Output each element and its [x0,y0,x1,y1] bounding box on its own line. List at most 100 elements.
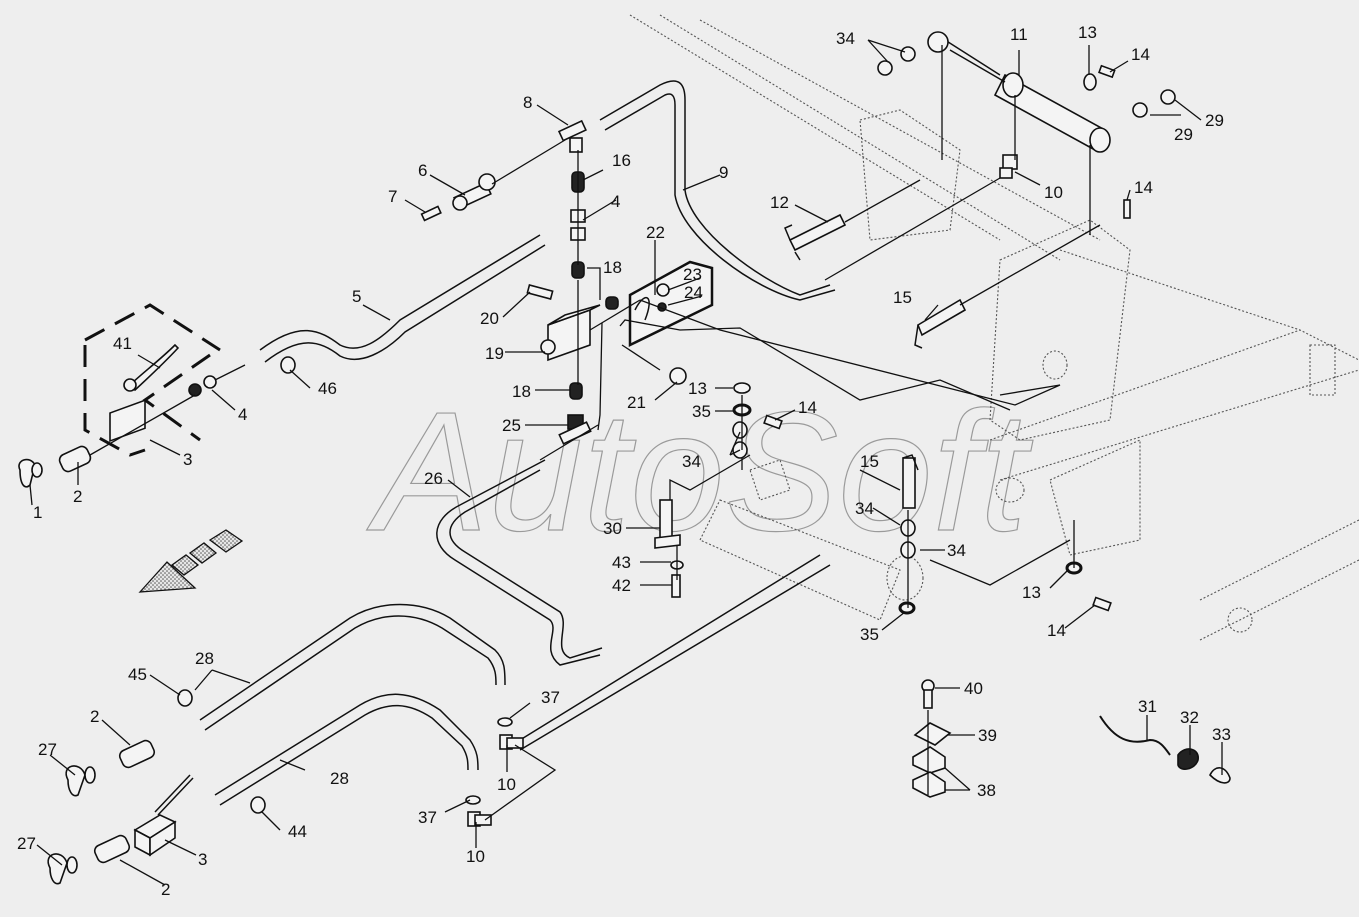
callout-30[interactable]: 30 [603,519,622,538]
callout-20[interactable]: 20 [480,309,499,328]
clamp-part-38 [912,746,946,798]
hose-26 [436,459,603,666]
callout-25[interactable]: 25 [502,416,521,435]
fitting-part-44 [250,796,266,814]
callout-35[interactable]: 35 [692,402,711,421]
hose-9 [599,80,836,301]
callout-46[interactable]: 46 [318,379,337,398]
pin-part-14-low [1092,596,1112,612]
callout-15[interactable]: 15 [860,452,879,471]
hose-28-upper [199,603,506,731]
callout-2[interactable]: 2 [73,487,82,506]
callout-39[interactable]: 39 [978,726,997,745]
callout-24[interactable]: 24 [684,283,703,302]
screw-part-20 [526,284,554,300]
callout-3[interactable]: 3 [198,850,207,869]
screw-part-7 [420,205,442,222]
callout-37[interactable]: 37 [418,808,437,827]
coupler-part-2a [58,445,92,473]
callout-8[interactable]: 8 [523,93,532,112]
callout-19[interactable]: 19 [485,344,504,363]
coupler-part-2b [118,739,156,769]
tee-part-25 [558,414,592,445]
callout-28[interactable]: 28 [330,769,349,788]
callout-10[interactable]: 10 [1044,183,1063,202]
callout-4[interactable]: 4 [238,405,247,424]
bolt-part-42 [671,574,681,598]
callout-13[interactable]: 13 [688,379,707,398]
callout-43[interactable]: 43 [612,553,631,572]
block-part-19 [540,304,601,362]
nut-part-4a [188,375,217,397]
callout-32[interactable]: 32 [1180,708,1199,727]
pin-part-15-top [914,298,967,349]
callout-13[interactable]: 13 [1078,23,1097,42]
washer-part-37b [465,795,481,805]
callout-18[interactable]: 18 [603,258,622,277]
pin-part-12 [784,213,847,261]
callout-14[interactable]: 14 [1131,45,1150,64]
callout-7[interactable]: 7 [388,187,397,206]
callout-29[interactable]: 29 [1174,125,1193,144]
assembly-lines [89,45,1101,821]
callout-15[interactable]: 15 [893,288,912,307]
callout-10[interactable]: 10 [466,847,485,866]
callout-37[interactable]: 37 [541,688,560,707]
callout-26[interactable]: 26 [424,469,443,488]
callout-40[interactable]: 40 [964,679,983,698]
callout-2[interactable]: 2 [90,707,99,726]
bushing-part-29 [1132,89,1176,118]
callout-2[interactable]: 2 [161,880,170,899]
callout-23[interactable]: 23 [683,265,702,284]
callout-11[interactable]: 11 [1010,25,1028,44]
cylinder-part-11 [927,31,1111,153]
cap-part-27a [65,765,96,797]
callout-3[interactable]: 3 [183,450,192,469]
pin-part-14-top [1098,64,1116,79]
callout-16[interactable]: 16 [612,151,631,170]
callout-14[interactable]: 14 [1134,178,1153,197]
callout-34[interactable]: 34 [836,29,855,48]
callout-13[interactable]: 13 [1022,583,1041,602]
plate-part-39 [913,722,952,746]
callout-10[interactable]: 10 [497,775,516,794]
elbow-part-10-top [999,154,1018,179]
hose-28-lower [214,693,479,806]
callout-6[interactable]: 6 [418,161,427,180]
cap-part-27b [47,853,78,885]
callout-14[interactable]: 14 [798,398,817,417]
callout-35[interactable]: 35 [860,625,879,644]
callout-34[interactable]: 34 [682,452,701,471]
callout-27[interactable]: 27 [38,740,57,759]
callout-41[interactable]: 41 [113,334,132,353]
callout-44[interactable]: 44 [288,822,307,841]
callout-22[interactable]: 22 [646,223,665,242]
callout-1[interactable]: 1 [33,503,42,522]
bushing-part-34-top [877,46,916,76]
valve-part-3b [133,774,194,857]
callout-4[interactable]: 4 [611,192,620,211]
nut-part-21 [669,367,687,385]
callout-45[interactable]: 45 [128,665,147,684]
callout-34[interactable]: 34 [855,499,874,518]
callout-28[interactable]: 28 [195,649,214,668]
callout-31[interactable]: 31 [1138,697,1157,716]
callout-21[interactable]: 21 [627,393,646,412]
callout-42[interactable]: 42 [612,576,631,595]
callout-18[interactable]: 18 [512,382,531,401]
coupler-part-2c [93,834,131,864]
callout-leaders [29,39,1223,886]
ring-part-13-top [1083,73,1097,91]
callout-33[interactable]: 33 [1212,725,1231,744]
callout-12[interactable]: 12 [770,193,789,212]
callout-9[interactable]: 9 [719,163,728,182]
callout-38[interactable]: 38 [977,781,996,800]
valve-group-outline [83,303,221,457]
elbow-part-10b [467,811,492,827]
callout-5[interactable]: 5 [352,287,361,306]
callout-27[interactable]: 27 [17,834,36,853]
callout-29[interactable]: 29 [1205,111,1224,130]
callout-34[interactable]: 34 [947,541,966,560]
callout-14[interactable]: 14 [1047,621,1066,640]
